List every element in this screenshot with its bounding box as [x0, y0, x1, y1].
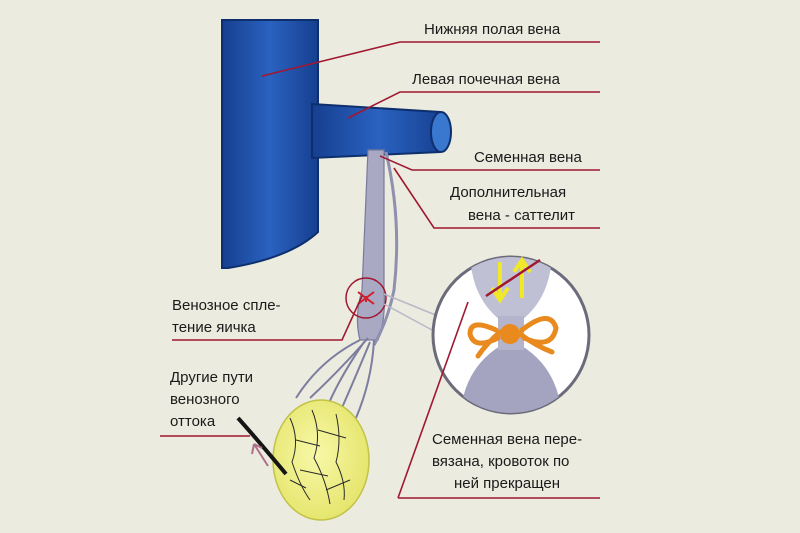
label-ligated-line2: вязана, кровоток по: [432, 453, 570, 470]
label-other-line2: венозного: [170, 391, 240, 408]
label-ligated-line3: ней прекращен: [454, 475, 561, 492]
label-ligated-line1: Семенная вена пере-: [432, 431, 583, 448]
label-other-line3: оттока: [170, 413, 216, 430]
label-satellite-line1: Дополнительная: [450, 184, 567, 201]
outflow-arrow-icon: [251, 443, 269, 467]
label-plexus-line1: Венозное спле-: [172, 297, 281, 314]
label-renal-vein: Левая почечная вена: [412, 71, 560, 88]
other-outflow-vessel: [236, 416, 288, 476]
renal-vein-end: [430, 111, 452, 153]
flow-arrow-down-icon: [490, 262, 510, 304]
label-spermatic-vein: Семенная вена: [474, 149, 582, 166]
ligation-knot-small: [357, 291, 375, 305]
testis-vessels: [289, 409, 351, 505]
vena-cava-shape: [221, 19, 319, 269]
zoom-inset: [431, 255, 591, 415]
flow-blocked-stroke: [485, 258, 541, 298]
satellite-vein-shape: [372, 151, 399, 346]
ligature-bow-icon: [467, 316, 559, 359]
leader-lines: [160, 41, 600, 499]
label-satellite-line2: вена - саттелит: [468, 207, 576, 224]
zoom-connector: [383, 293, 439, 331]
ligation-site-circle: [345, 277, 387, 319]
testis-shape: [272, 399, 370, 521]
label-vena-cava: Нижняя полая вена: [424, 21, 561, 38]
label-plexus-line2: тение яичка: [172, 319, 256, 336]
label-other-line1: Другие пути: [170, 369, 254, 386]
